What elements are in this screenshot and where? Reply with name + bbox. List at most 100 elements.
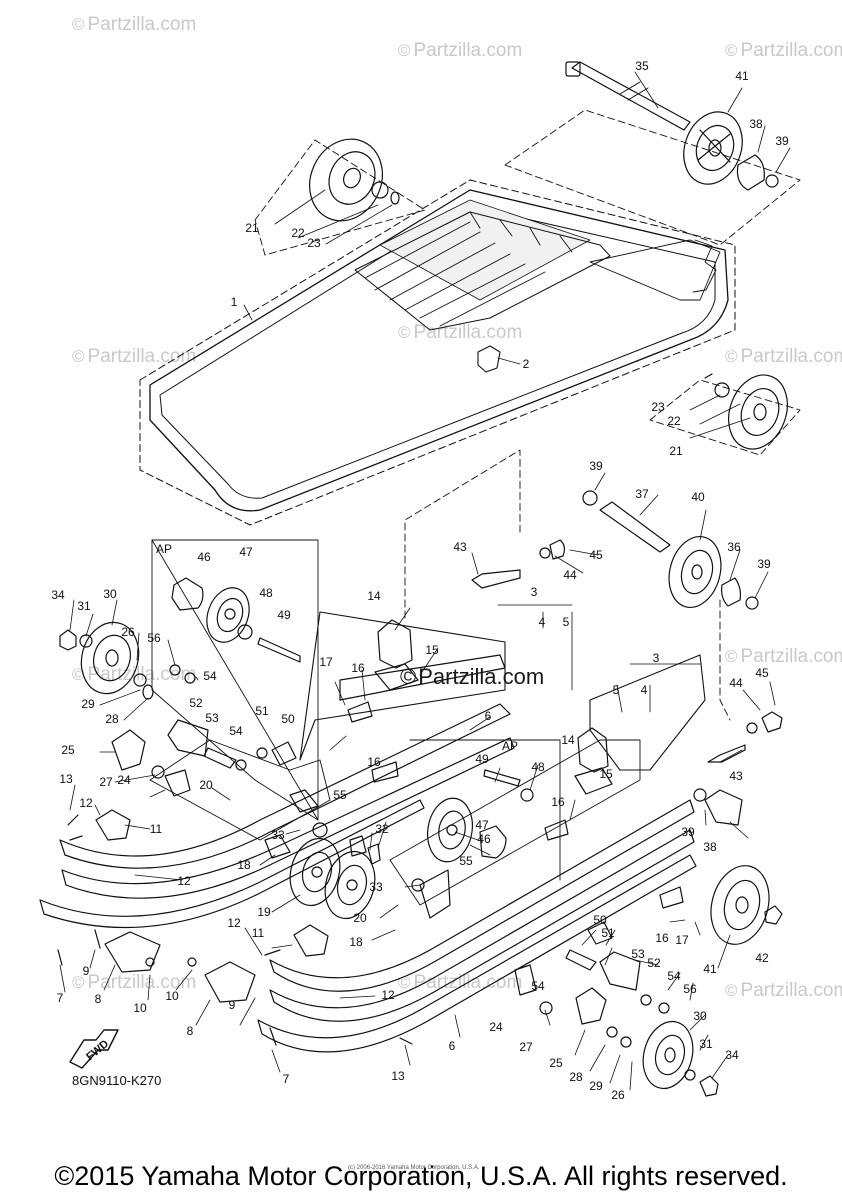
callout-12: 12 — [177, 874, 191, 888]
callout-17: 17 — [319, 655, 333, 669]
callout-22: 22 — [291, 226, 305, 240]
callout-50: 50 — [593, 913, 607, 927]
upper-left-wheel-callout-box — [254, 139, 426, 256]
callout-13: 13 — [391, 1069, 405, 1083]
watermark: ©Partzilla.com — [72, 14, 196, 36]
callout-47: 47 — [475, 818, 489, 832]
callout-52: 52 — [189, 696, 203, 710]
idler-wheel-right — [704, 373, 788, 450]
callout-5: 5 — [613, 683, 620, 697]
callout-51: 51 — [601, 926, 615, 940]
callout-54: 54 — [203, 669, 217, 683]
rear-axle-assembly — [565, 61, 779, 191]
callout-3: 3 — [531, 585, 538, 599]
idler-wheel-upper-left — [309, 138, 400, 222]
callout-1: 1 — [231, 295, 238, 309]
watermark: ©Partzilla.com — [72, 972, 196, 994]
callout-50: 50 — [281, 712, 295, 726]
callout-21: 21 — [245, 221, 259, 235]
callout-41: 41 — [703, 962, 717, 976]
callout-32: 32 — [375, 822, 389, 836]
watermark-text: Partzilla.com — [87, 972, 197, 993]
upper-right-dashed-leader — [404, 449, 521, 619]
rear-suspension-track-diagram: AP AP FWD 123344556677889910101111121212… — [39, 59, 801, 1102]
copyright-symbol-icon: © — [72, 15, 85, 34]
copyright-symbol-icon: © — [725, 647, 738, 666]
callout-19: 19 — [257, 905, 271, 919]
track-clip — [477, 345, 501, 373]
callout-12: 12 — [79, 796, 93, 810]
outer-wheel-right-rear — [710, 865, 783, 945]
callout-34: 34 — [51, 588, 65, 602]
callout-18: 18 — [237, 858, 251, 872]
ap-label-right: AP — [502, 739, 518, 753]
callout-55: 55 — [459, 854, 473, 868]
upper-right-wheel-callout-box — [504, 109, 801, 246]
callout-41: 41 — [735, 69, 749, 83]
outer-wheel-right-front — [642, 1020, 719, 1097]
callout-36: 36 — [727, 540, 741, 554]
watermark-text: Partzilla.com — [413, 40, 523, 61]
watermark: ©Partzilla.com — [725, 40, 842, 62]
middle-axle-assembly — [471, 490, 759, 610]
callout-43: 43 — [729, 769, 743, 783]
watermark: ©Partzilla.com — [725, 646, 842, 668]
left-ap-wheel-assembly — [171, 577, 301, 663]
callout-13: 13 — [59, 772, 73, 786]
callout-30: 30 — [103, 587, 117, 601]
watermark: ©Partzilla.com — [72, 346, 196, 368]
left-bushing-set — [167, 664, 297, 771]
callout-45: 45 — [589, 548, 603, 562]
left-slide-stopper — [111, 729, 191, 797]
copyright-symbol-icon: © — [72, 973, 85, 992]
callout-29: 29 — [81, 697, 95, 711]
watermark-text: Partzilla.com — [740, 980, 842, 1001]
callout-39: 39 — [757, 557, 771, 571]
right-rail-front-end — [187, 924, 413, 1046]
callout-45: 45 — [755, 666, 769, 680]
outer-wheel-left — [59, 621, 154, 700]
callout-11: 11 — [150, 822, 163, 836]
callout-3: 3 — [653, 651, 660, 665]
callout-24: 24 — [489, 1020, 503, 1034]
callout-16: 16 — [551, 795, 565, 809]
right-bushing-set — [514, 711, 783, 1048]
copyright-symbol-icon: © — [725, 981, 738, 1000]
left-ap-box-edge — [151, 539, 319, 821]
callout-8: 8 — [187, 1024, 194, 1038]
callout-6: 6 — [485, 709, 492, 723]
callout-44: 44 — [563, 568, 577, 582]
callout-54: 54 — [229, 724, 243, 738]
watermark: ©Partzilla.com — [398, 40, 522, 62]
watermark-text: Partzilla.com — [740, 646, 842, 667]
callout-4: 4 — [539, 615, 546, 629]
diagram-code: 8GN9110-K270 — [72, 1073, 162, 1088]
callout-26: 26 — [611, 1088, 625, 1102]
track-belt — [139, 179, 736, 526]
watermark: ©Partzilla.com — [725, 980, 842, 1002]
callout-20: 20 — [353, 911, 367, 925]
callout-17: 17 — [675, 933, 689, 947]
left-inner-wheels — [289, 822, 425, 920]
callout-21: 21 — [669, 444, 683, 458]
callout-53: 53 — [631, 947, 645, 961]
callout-34: 34 — [725, 1048, 739, 1062]
copyright-symbol-icon: © — [725, 41, 738, 60]
center-watermark-text: Partzilla.com — [418, 664, 545, 689]
callout-31: 31 — [699, 1037, 713, 1051]
watermark: ©Partzilla.com — [398, 322, 522, 344]
callout-46: 46 — [197, 550, 211, 564]
fwd-arrow-icon — [69, 1029, 119, 1069]
center-watermark: ©Partzilla.com — [400, 664, 544, 690]
callout-37: 37 — [635, 487, 649, 501]
callout-35: 35 — [635, 59, 649, 73]
callout-49: 49 — [277, 608, 291, 622]
callout-15: 15 — [425, 643, 439, 657]
watermark-text: Partzilla.com — [740, 40, 842, 61]
callout-38: 38 — [703, 840, 717, 854]
callout-9: 9 — [229, 998, 236, 1012]
callout-33: 33 — [271, 828, 285, 842]
callout-39: 39 — [589, 459, 603, 473]
callout-51: 51 — [255, 704, 269, 718]
callout-33: 33 — [369, 880, 383, 894]
